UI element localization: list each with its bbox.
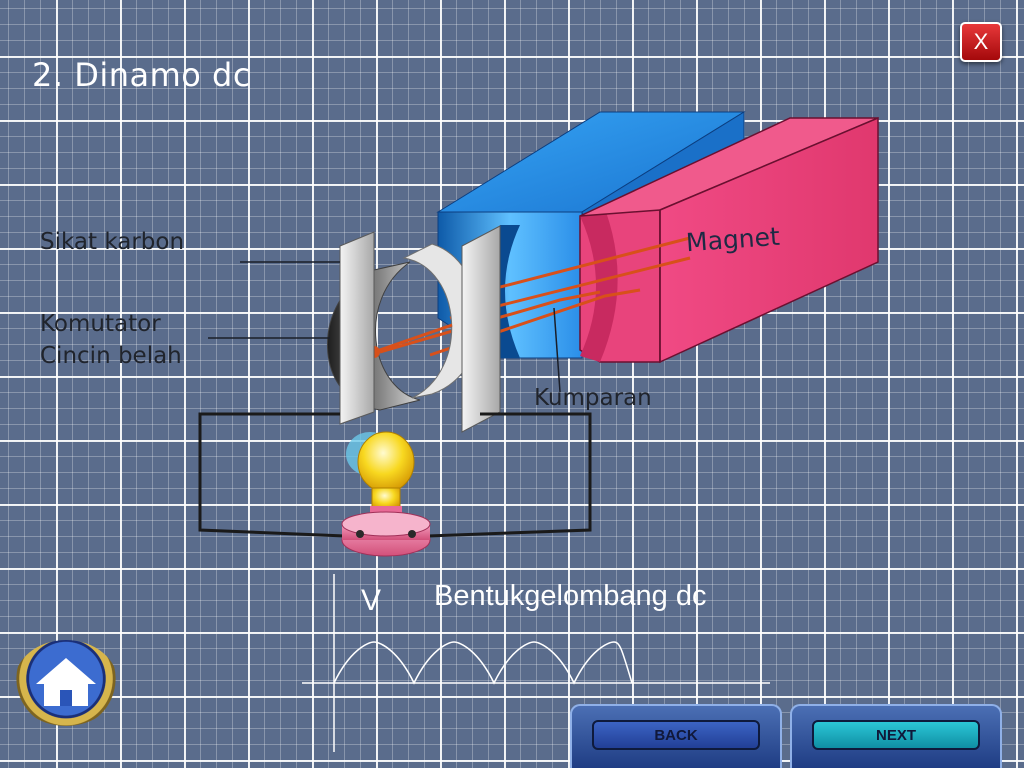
coil-wires — [379, 236, 691, 357]
label-split-ring: Cincin belah — [40, 343, 182, 369]
home-icon — [36, 658, 96, 706]
close-icon: X — [973, 29, 989, 54]
waveform-title: Bentukgelombang dc — [434, 580, 707, 612]
close-button[interactable]: X — [960, 22, 1002, 62]
light-bulb — [341, 431, 431, 557]
carbon-brushes — [339, 225, 501, 433]
next-button[interactable]: NEXT — [790, 704, 1002, 768]
label-carbon-brush: Sikat karbon — [40, 229, 185, 255]
label-coil: Kumparan — [534, 385, 652, 411]
back-button[interactable]: BACK — [570, 704, 782, 768]
page-title: 2. Dinamo dc — [32, 56, 251, 94]
next-button-label: NEXT — [812, 720, 980, 750]
commutator — [327, 243, 480, 411]
label-commutator: Komutator — [40, 311, 161, 337]
leader-lines — [208, 261, 561, 393]
label-magnet: Magnet — [685, 221, 781, 258]
back-button-label: BACK — [592, 720, 760, 750]
circuit-wires — [198, 412, 592, 538]
waveform-axis-label: V — [361, 584, 382, 617]
home-button[interactable] — [14, 640, 118, 726]
